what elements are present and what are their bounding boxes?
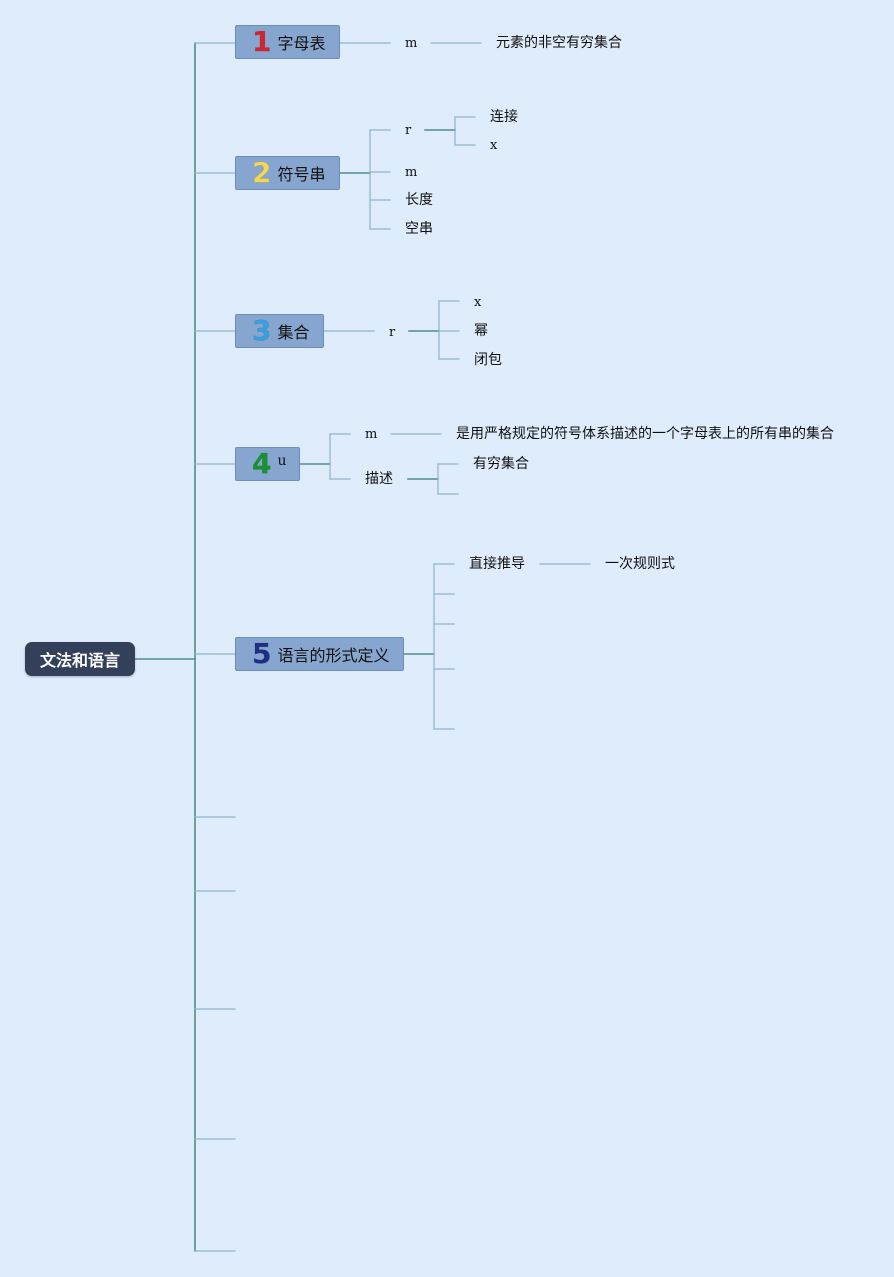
branch-2-label: 符号串 (277, 165, 326, 184)
number-2-icon: 2 (252, 156, 272, 189)
branch-2[interactable]: 2 符号串 (235, 156, 340, 190)
number-4-icon: 4 (252, 447, 272, 480)
branch-2-child-empty-string[interactable]: 空串 (405, 221, 433, 237)
branch-3-leaf-x[interactable]: x (474, 295, 482, 310)
branch-4-label: u (277, 453, 287, 469)
root-topic[interactable]: 文法和语言 (25, 642, 135, 676)
branch-3-label: 集合 (277, 323, 310, 342)
branch-1-child-m[interactable]: m (405, 36, 418, 51)
branch-4-leaf-finite-set[interactable]: 有穷集合 (473, 456, 529, 472)
branch-1-label: 字母表 (277, 34, 326, 53)
branch-3-leaf-closure[interactable]: 闭包 (474, 352, 502, 368)
branch-2-leaf-concat[interactable]: 连接 (490, 109, 518, 125)
branch-4-leaf-definition[interactable]: 是用严格规定的符号体系描述的一个字母表上的所有串的集合 (456, 426, 834, 442)
number-1-icon: 1 (252, 25, 272, 58)
number-3-icon: 3 (252, 314, 272, 347)
branch-5-leaf-rule[interactable]: 一次规则式 (605, 556, 675, 572)
branch-2-child-r[interactable]: r (405, 123, 412, 138)
number-5-icon: 5 (252, 637, 272, 670)
branch-4[interactable]: 4 u (235, 447, 300, 481)
branch-3[interactable]: 3 集合 (235, 314, 324, 348)
branch-1-leaf-definition[interactable]: 元素的非空有穷集合 (496, 35, 622, 51)
branch-2-child-length[interactable]: 长度 (405, 192, 433, 208)
branch-4-child-m[interactable]: m (365, 427, 378, 442)
branch-5[interactable]: 5 语言的形式定义 (235, 637, 404, 671)
branch-5-label: 语言的形式定义 (277, 646, 390, 665)
branch-2-child-m[interactable]: m (405, 165, 418, 180)
branch-1[interactable]: 1 字母表 (235, 25, 340, 59)
branch-3-leaf-power[interactable]: 幂 (474, 323, 488, 339)
branch-2-leaf-x[interactable]: x (490, 138, 498, 153)
branch-5-child-direct-derivation[interactable]: 直接推导 (469, 556, 525, 572)
branch-4-child-description[interactable]: 描述 (365, 471, 393, 487)
branch-3-child-r[interactable]: r (389, 325, 396, 340)
